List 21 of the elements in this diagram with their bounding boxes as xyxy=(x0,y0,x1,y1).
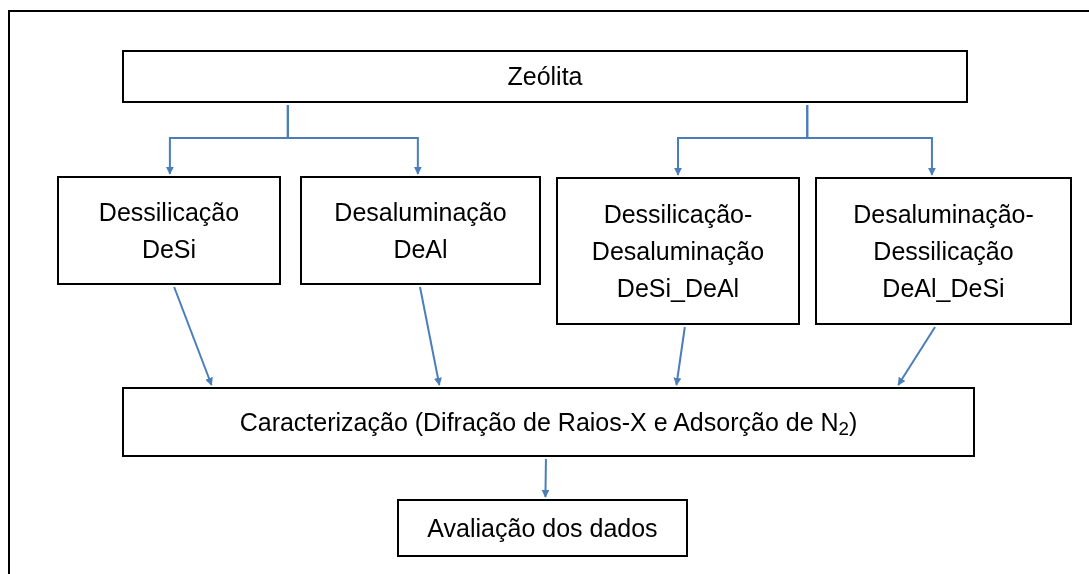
arrow xyxy=(806,104,936,176)
arrow xyxy=(897,326,936,386)
box-label: Dessilicação DeSi xyxy=(97,196,241,265)
arrow xyxy=(673,326,686,386)
arrow xyxy=(541,458,550,498)
arrow xyxy=(419,286,442,386)
process-box xyxy=(556,177,800,325)
box-label: Zeólita xyxy=(507,61,583,92)
process-box xyxy=(122,387,975,457)
process-box xyxy=(397,499,688,557)
box-label: Desaluminação- Dessilicação DeAl_DeSi xyxy=(852,198,1035,304)
box-label: Avaliação dos dados xyxy=(427,512,658,544)
box-label: Desaluminação DeAl xyxy=(333,196,508,265)
process-box xyxy=(57,176,281,285)
arrow xyxy=(173,286,213,386)
process-box xyxy=(300,176,541,285)
arrow xyxy=(286,104,422,175)
box-label: Dessilicação- Desaluminação DeSi_DeAl xyxy=(590,198,766,304)
process-box xyxy=(122,50,968,103)
process-box xyxy=(815,177,1072,325)
box-label: Caracterização (Difração de Raios-X e Adsorção de N$_{2}$) xyxy=(239,406,858,441)
